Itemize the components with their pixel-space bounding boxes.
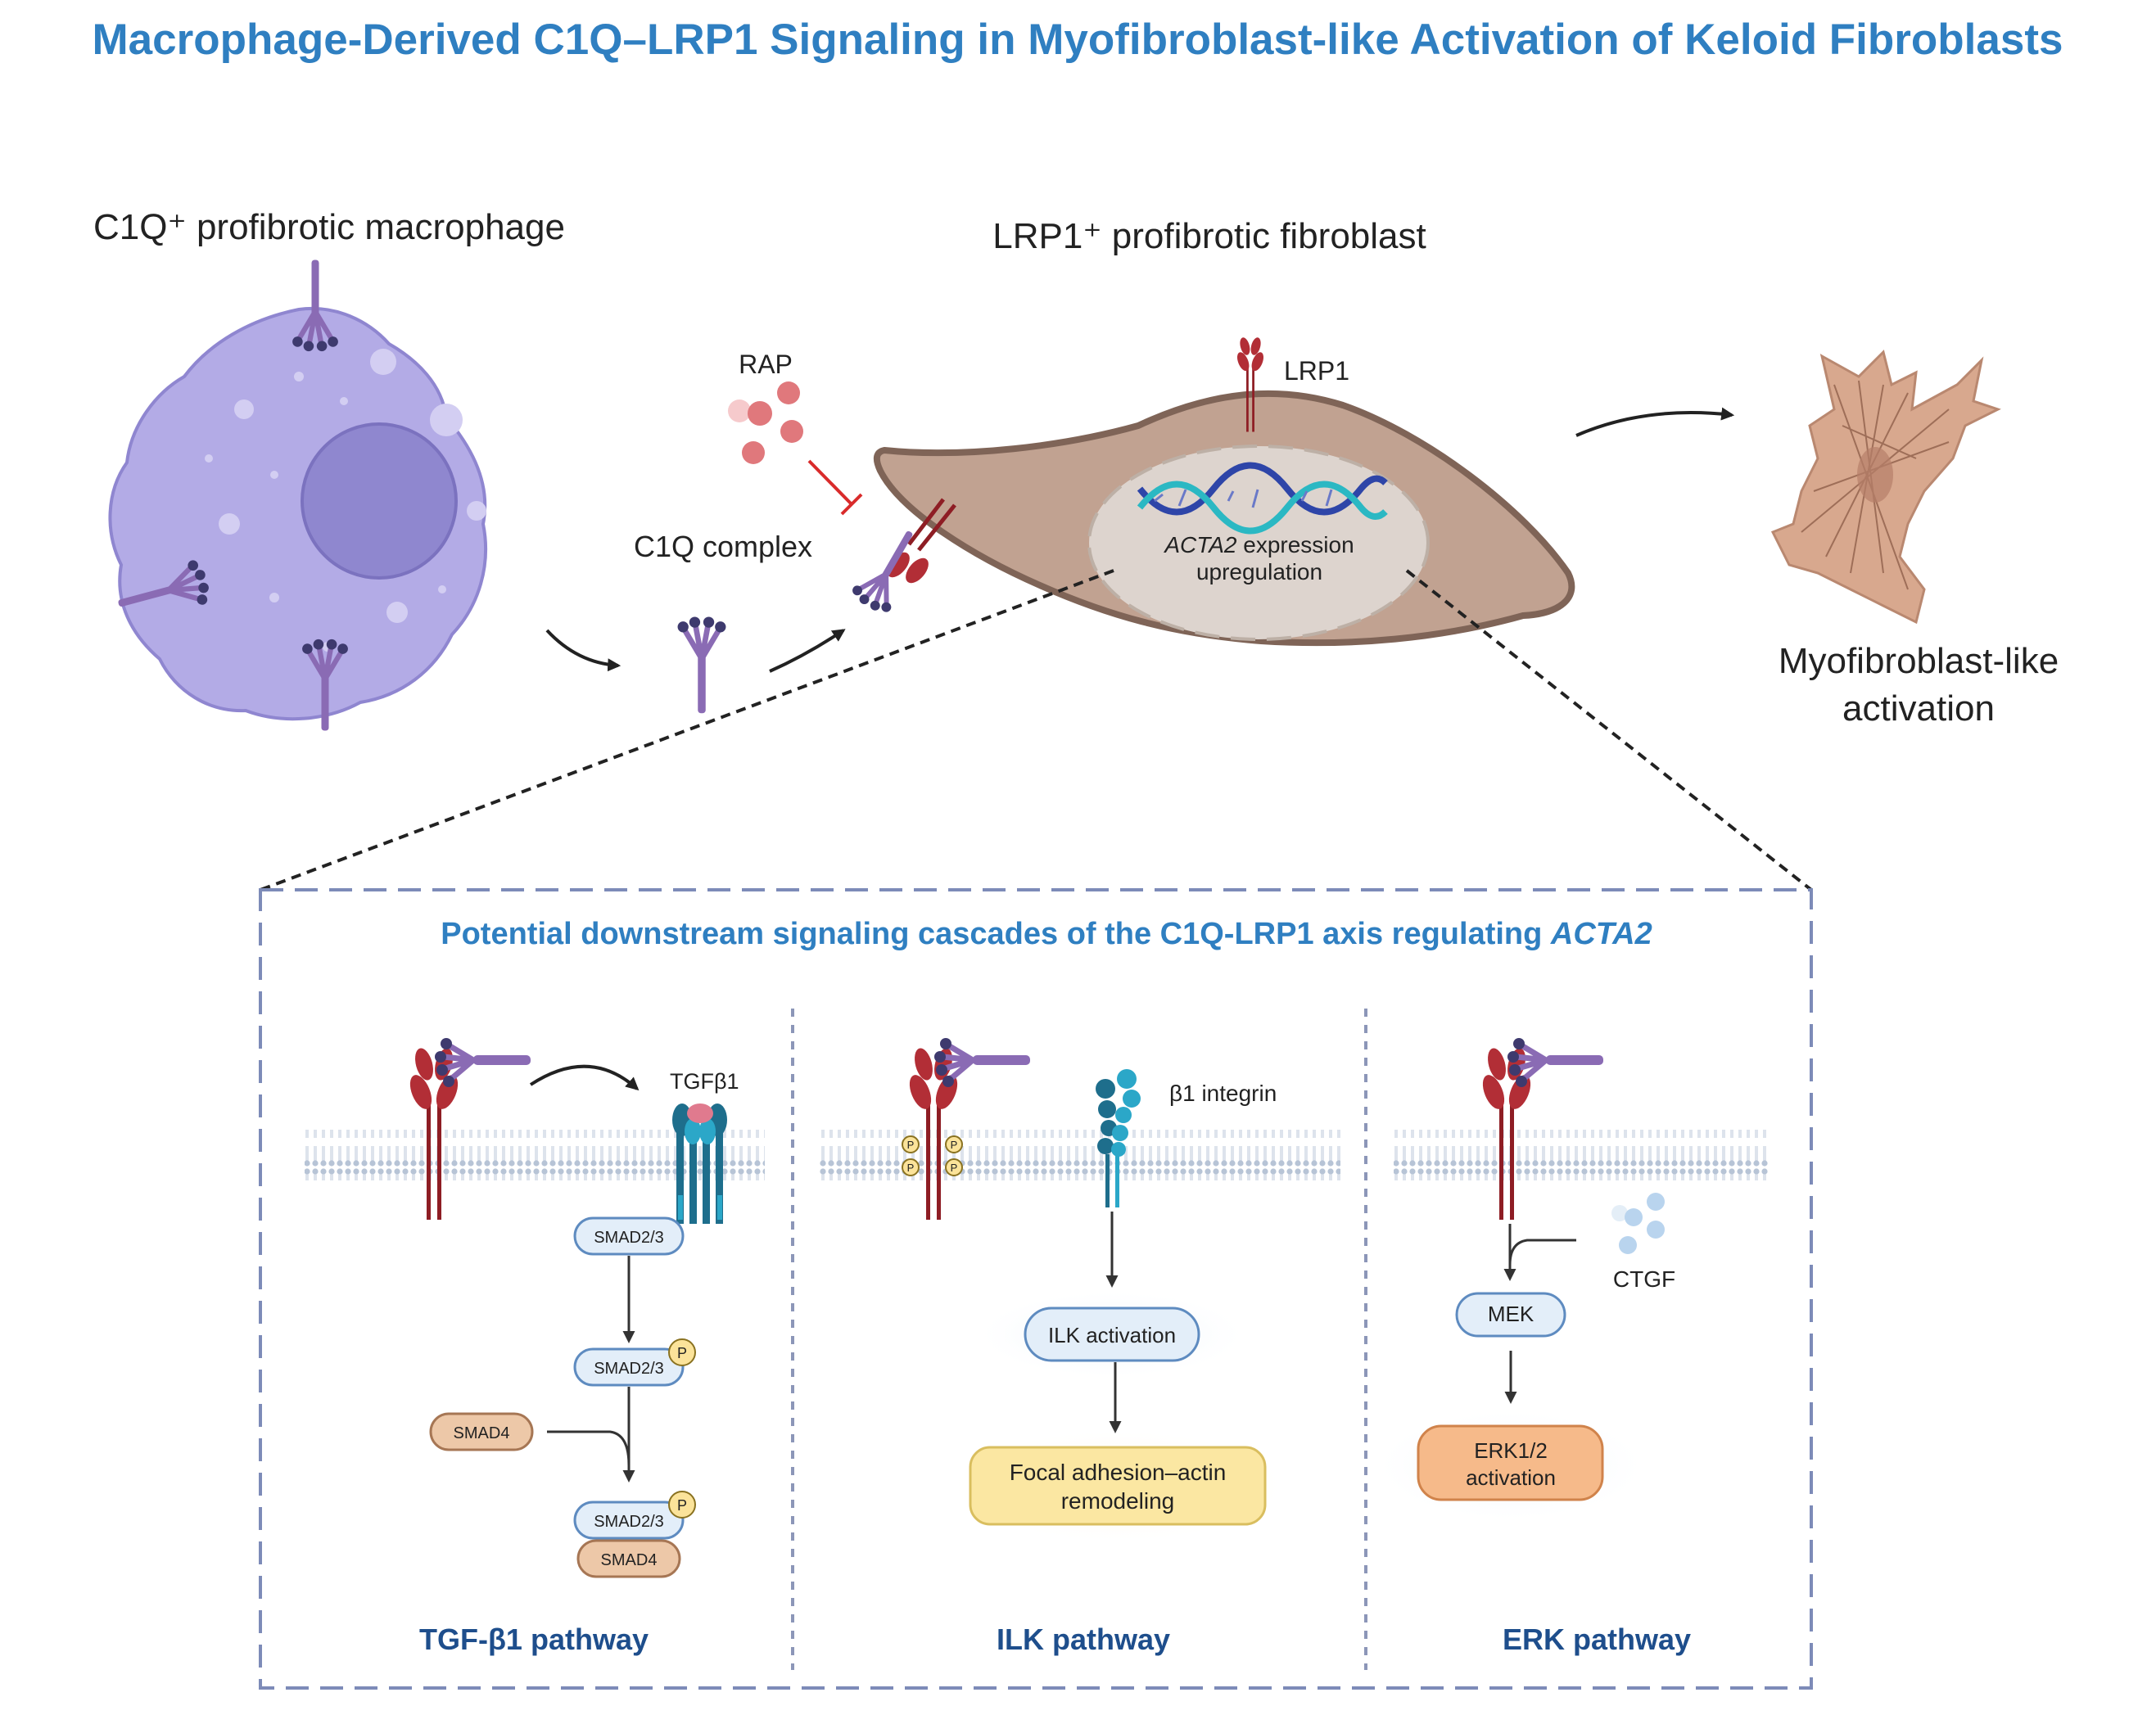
- svg-text:SMAD4: SMAD4: [454, 1424, 510, 1442]
- pathway-box-heading: Potential downstream signaling cascades …: [441, 917, 1652, 951]
- smad4-free-node: SMAD4: [429, 1412, 534, 1451]
- lrp1-c1q-bound-icon: [848, 498, 956, 617]
- svg-text:P: P: [951, 1162, 958, 1174]
- lrp1-label: LRP1: [1284, 356, 1349, 386]
- ilk-pathway-title: ILK pathway: [997, 1622, 1170, 1656]
- phospho-badge-icon: P: [668, 1338, 696, 1366]
- svg-text:P: P: [677, 1345, 687, 1361]
- svg-text:SMAD2/3: SMAD2/3: [594, 1360, 664, 1378]
- svg-text:activation: activation: [1466, 1465, 1556, 1490]
- beta1-integrin-label: β1 integrin: [1169, 1081, 1277, 1106]
- svg-text:P: P: [907, 1162, 915, 1174]
- smad23-node-c: SMAD2/3: [573, 1501, 685, 1540]
- rap-label: RAP: [739, 350, 793, 379]
- ilk-activation-node: ILK activation: [1024, 1307, 1200, 1362]
- svg-text:P: P: [907, 1139, 915, 1151]
- svg-text:SMAD2/3: SMAD2/3: [594, 1513, 664, 1531]
- ctgf-join-arrow: [1508, 1239, 1576, 1266]
- erk-membrane: [1394, 1130, 1769, 1180]
- smad23-node-b: SMAD2/3: [573, 1347, 685, 1387]
- macrophage-cell-icon: [108, 307, 488, 721]
- c1q-complex-label: C1Q complex: [634, 530, 812, 563]
- tgfb-receptor-icon: [672, 1103, 727, 1224]
- erk-activation-node: ERK1/2 activation: [1417, 1424, 1604, 1501]
- secretion-arrow: [545, 629, 621, 672]
- dna-helix-icon: [1137, 462, 1388, 535]
- rap-molecules-icon: [728, 381, 803, 464]
- svg-text:ILK activation: ILK activation: [1048, 1323, 1176, 1347]
- tgfb1-label: TGFβ1: [670, 1069, 739, 1094]
- binding-arrow: [769, 629, 846, 673]
- svg-text:remodeling: remodeling: [1061, 1488, 1175, 1514]
- tgf-ligand-arrow: [529, 1064, 640, 1091]
- myofibroblast-label-line1: Myofibroblast-like: [1779, 641, 2059, 681]
- mek-node: MEK: [1455, 1292, 1566, 1338]
- ctgf-molecules-icon: [1611, 1193, 1665, 1254]
- rap-inhibition-icon: [807, 459, 863, 516]
- beta1-integrin-icon: [1096, 1069, 1141, 1207]
- activation-arrow: [1575, 407, 1735, 437]
- macrophage-label: C1Q⁺ profibrotic macrophage: [93, 207, 565, 247]
- pathway-box: [259, 888, 1813, 1690]
- fibroblast-label: LRP1⁺ profibrotic fibroblast: [992, 216, 1426, 256]
- tgf-pathway-title: TGF-β1 pathway: [419, 1622, 649, 1656]
- zoom-line-right: [1405, 569, 1813, 891]
- svg-text:P: P: [951, 1139, 958, 1151]
- smad23-node-a: SMAD2/3: [573, 1216, 685, 1256]
- svg-text:ERK1/2: ERK1/2: [1474, 1438, 1548, 1463]
- smad4-join-arrow: [547, 1430, 631, 1466]
- ilk-membrane: [819, 1130, 1340, 1180]
- erk-pathway-title: ERK pathway: [1503, 1622, 1691, 1656]
- svg-text:P: P: [677, 1497, 687, 1514]
- myofibroblast-label-line2: activation: [1842, 688, 1995, 729]
- svg-text:Focal adhesion–actin: Focal adhesion–actin: [1010, 1460, 1227, 1485]
- svg-text:MEK: MEK: [1488, 1302, 1535, 1326]
- svg-text:SMAD2/3: SMAD2/3: [594, 1229, 664, 1247]
- myofibroblast-cell-icon: [1770, 350, 2001, 625]
- free-c1q-icon: [678, 616, 726, 713]
- ilk-phospho-badges-icon: P P P P: [902, 1135, 963, 1176]
- acta2-expression-text: ACTA2 expression: [1163, 532, 1354, 557]
- zoom-line-left: [260, 569, 1114, 891]
- figure-title: Macrophage-Derived C1Q–LRP1 Signaling in…: [93, 16, 2063, 64]
- focal-adhesion-node: Focal adhesion–actin remodeling: [969, 1446, 1267, 1526]
- phospho-badge-icon: P: [668, 1491, 696, 1519]
- svg-text:SMAD4: SMAD4: [601, 1551, 658, 1569]
- acta2-upregulation-text: upregulation: [1196, 559, 1322, 584]
- ctgf-label: CTGF: [1613, 1266, 1675, 1292]
- smad4-bound-node: SMAD4: [576, 1539, 681, 1578]
